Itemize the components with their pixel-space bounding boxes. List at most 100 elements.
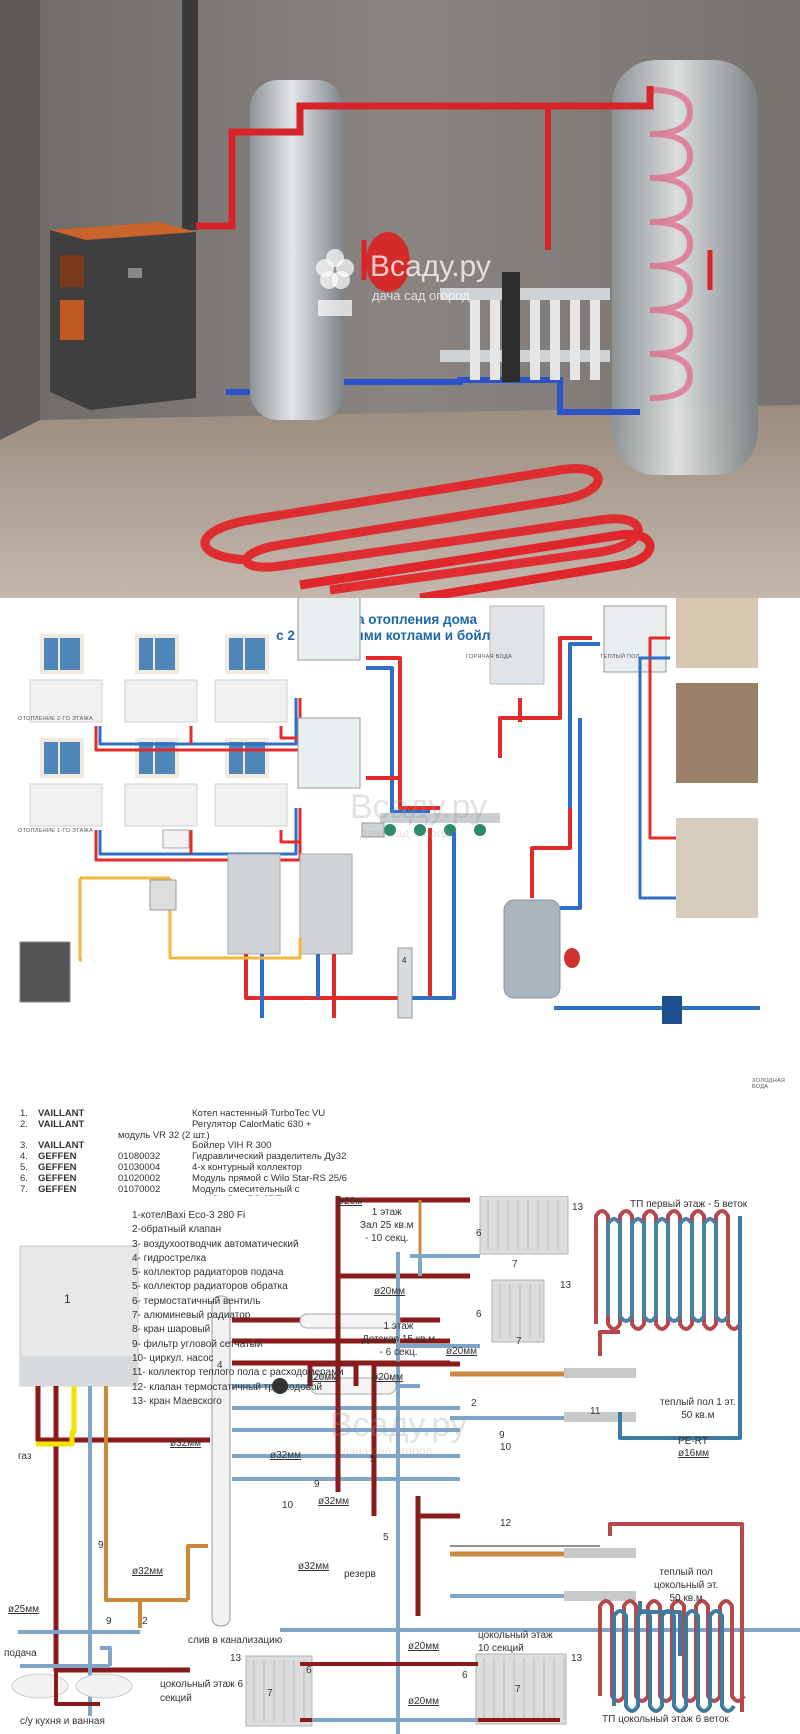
uf-basement-line2: цокольный эт. <box>654 1580 719 1591</box>
watermark-tagline-3: дача сад огород <box>342 1444 433 1458</box>
pump-icon <box>384 824 396 836</box>
hydraulic-separator <box>397 947 413 1019</box>
radiator-number: 7 <box>515 1684 521 1695</box>
uf-basement-line1: теплый пол <box>659 1567 713 1578</box>
gas-label: газ <box>18 1451 32 1462</box>
underfloor-supply <box>608 1522 744 1712</box>
window-pane <box>155 742 175 774</box>
basement-right-line1: цокольный этаж <box>478 1630 553 1641</box>
kitchen-photo <box>676 683 758 783</box>
filter-number: 9 <box>106 1616 112 1627</box>
legend-continuation: электроприводом с Wilo Star-RS 25/7 <box>20 1195 347 1196</box>
sinks-label: с/у кухня и ванная <box>20 1716 105 1727</box>
collector-bar <box>380 813 500 823</box>
window-pane <box>139 742 153 774</box>
bathroom-photo <box>676 598 758 668</box>
room-basement-right-label: цокольный этаж 10 секций <box>478 1629 553 1655</box>
window-pane <box>44 742 58 774</box>
shower-image <box>489 605 545 685</box>
legend-brand: VAILLANT <box>38 1108 85 1119</box>
dia-label: ø32мм <box>132 1566 163 1577</box>
chimney-pipe <box>182 0 198 230</box>
wall-boiler <box>299 853 353 955</box>
legend-n: 7. <box>20 1183 28 1195</box>
gas-cabinet <box>19 941 71 1003</box>
gas-pipe <box>36 1386 77 1447</box>
radiator <box>124 783 198 827</box>
supply-pipe <box>279 726 300 740</box>
return-pipe <box>366 666 430 814</box>
valve-number: 6 <box>476 1228 482 1239</box>
underfloor-loop <box>594 1209 742 1331</box>
dia-label: ø32мм <box>270 1450 301 1461</box>
radiator <box>124 679 198 723</box>
sink-icon <box>11 1673 69 1699</box>
legend-code: 01070002 <box>118 1183 161 1195</box>
window-pane <box>245 638 265 670</box>
wall-boiler <box>227 853 281 955</box>
legend-n: 4. <box>20 1151 28 1163</box>
valve-number: 6 <box>476 1309 482 1320</box>
buffer-tank-left <box>250 80 344 420</box>
controller <box>162 829 190 849</box>
legend-item: 5- коллектор радиаторов обратка <box>132 1281 288 1293</box>
legend-n: 1. <box>20 1108 28 1119</box>
watermark-logo-icon <box>316 249 354 316</box>
valve-number: 6 <box>306 1665 312 1676</box>
pump-icon <box>272 1378 288 1394</box>
supply-label: подача <box>4 1648 37 1659</box>
drain-label: слив в канализацию <box>188 1635 283 1646</box>
uf-basement-title: ТП цокольный этаж 6 веток <box>602 1714 729 1725</box>
legend-n: 2. <box>20 1118 28 1130</box>
radiator <box>491 1279 545 1343</box>
room-hall-line1: 1 этаж <box>371 1207 402 1218</box>
supply-pipe <box>371 1361 460 1516</box>
room-kids-line1: 1 этаж <box>383 1321 414 1332</box>
legend-brand: GEFFEN <box>38 1151 77 1163</box>
legend-item: 9- фильтр угловой сетчатый <box>132 1338 263 1350</box>
underfloor-manifold <box>564 1548 636 1558</box>
threeway-number: 12 <box>500 1518 512 1529</box>
gas-pipe <box>78 876 302 962</box>
window-pane <box>60 742 80 774</box>
legend-item: 5- коллектор радиаторов подача <box>132 1267 284 1279</box>
legend-item: 3- воздухоотводчик автоматический <box>132 1238 299 1250</box>
supply-pipe <box>54 1670 100 1706</box>
supply-branch <box>361 240 713 290</box>
dia-label: ø20мм <box>446 1346 477 1357</box>
window-pane <box>44 638 58 670</box>
supply-pipe <box>498 636 592 758</box>
manifold-cabinet <box>297 598 361 661</box>
gas-meter <box>149 879 177 911</box>
boiler-panel <box>20 1356 138 1386</box>
legend-brand: VAILLANT <box>38 1140 85 1152</box>
underfloor-loops <box>200 464 643 595</box>
room-kids-line3: - 6 секц. <box>379 1347 418 1358</box>
legend-code <box>118 1109 192 1120</box>
uf-first-area: теплый пол 1 эт. 50 кв.м <box>660 1396 736 1422</box>
radiator-number: 7 <box>512 1259 518 1270</box>
underfloor-label: теплый пол <box>600 654 640 660</box>
radiator <box>29 783 103 827</box>
supply-pipe <box>279 830 300 844</box>
pump-icon <box>414 824 426 836</box>
hydro-separator-number: 4 <box>402 956 407 965</box>
room-hall-label: 1 этаж Зал 25 кв.м - 10 секц. <box>360 1206 413 1245</box>
floor1-label: отопление 1-го этажа <box>18 828 93 834</box>
radiator <box>479 1196 569 1255</box>
watermark-tagline: дача сад огород <box>372 288 470 303</box>
cold-water-label: холодная вода <box>752 1078 786 1090</box>
dia-label: ø20мм <box>374 1286 405 1297</box>
uf-basement-line3: 50 кв.м <box>669 1593 703 1604</box>
return-pipe <box>568 642 600 808</box>
dia-label: ø32мм <box>318 1496 349 1507</box>
return-pipe <box>98 808 298 856</box>
dia-label: ø25мм <box>8 1604 39 1615</box>
copper-pipe <box>186 1544 208 1600</box>
legend-text: Котел настенный TurboTec VU <box>192 1108 326 1119</box>
legend-text: Модуль смесительный с <box>192 1183 300 1195</box>
legend-item: 4- гидрострелка <box>132 1252 207 1264</box>
